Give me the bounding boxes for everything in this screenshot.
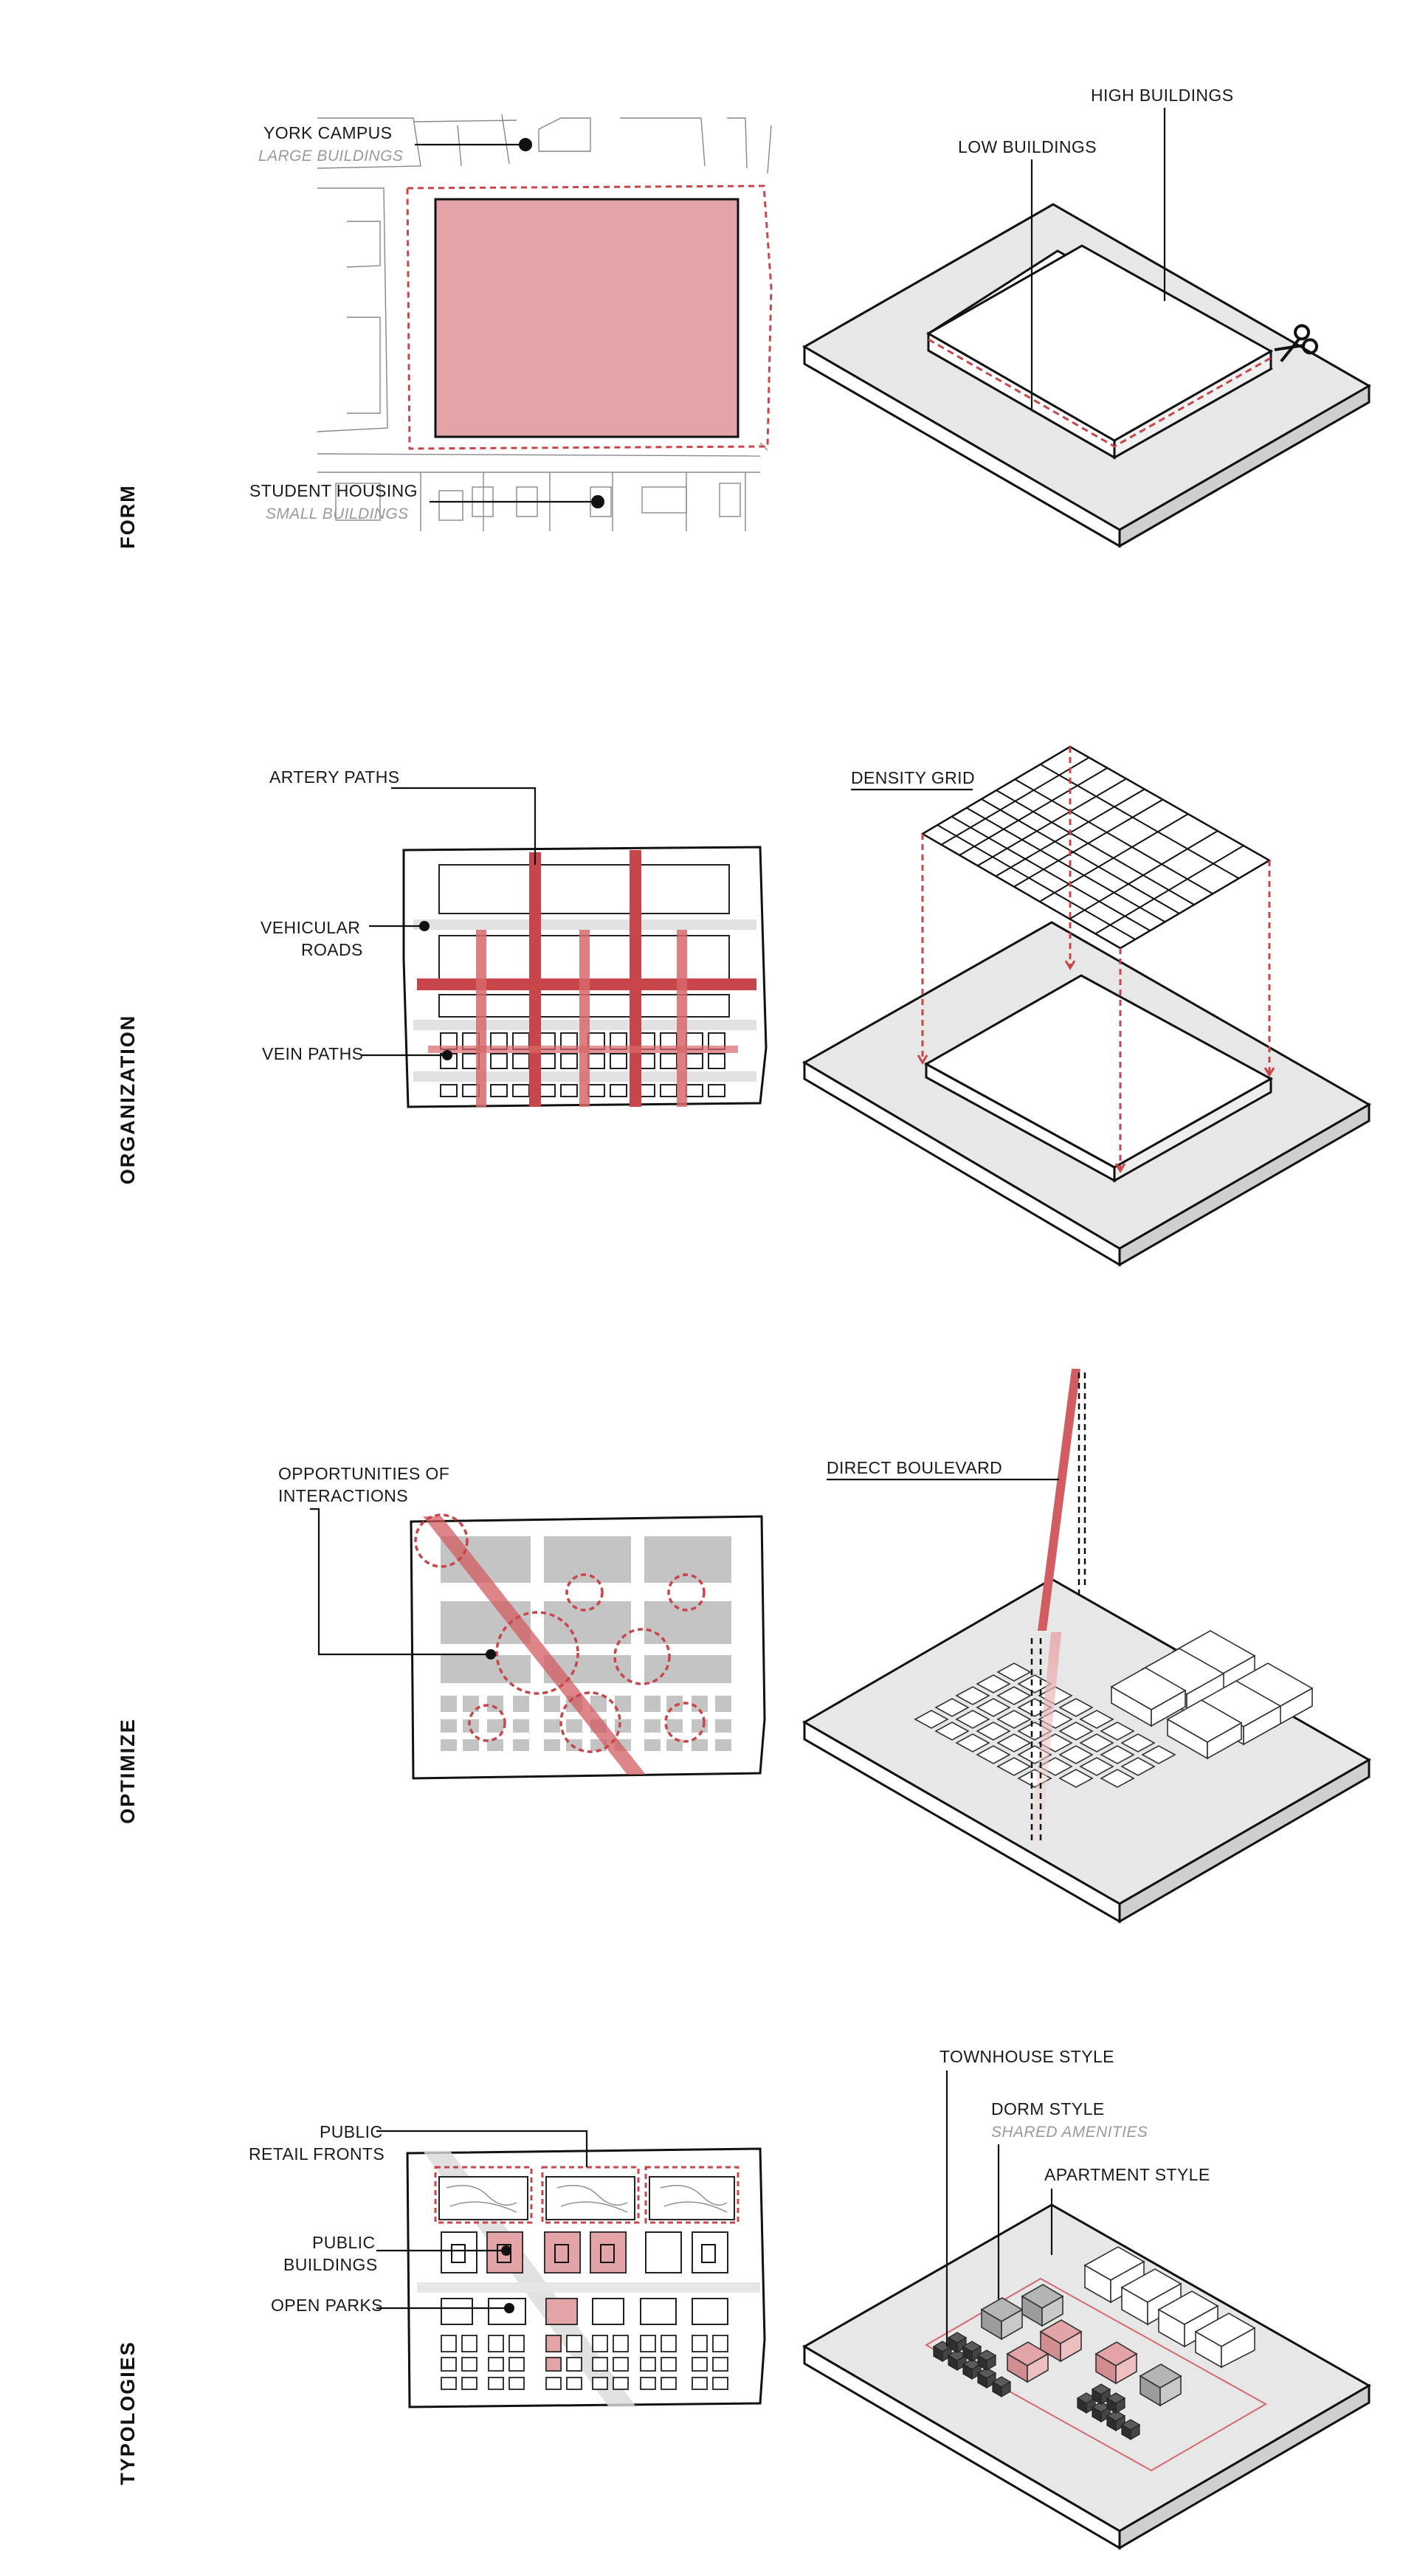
york-campus-sublabel: LARGE BUILDINGS [258, 148, 403, 165]
typologies-plan [406, 2147, 766, 2408]
section-title-typologies: TYPOLOGIES [117, 2341, 139, 2485]
typologies-iso-model [802, 2203, 1372, 2550]
public-retail-label-2: RETAIL FRONTS [249, 2144, 385, 2164]
york-campus-label: YORK CAMPUS [263, 123, 392, 142]
section-title-form: FORM [117, 484, 139, 548]
leader-dot [519, 138, 532, 151]
leader-dot [591, 495, 604, 508]
opportunities-label-2: INTERACTIONS [278, 1486, 408, 1505]
scissors-icon [1274, 324, 1319, 362]
low-buildings-label: LOW BUILDINGS [958, 137, 1097, 156]
optimize-plan [410, 1513, 766, 1780]
vehicular-roads-label-1: VEHICULAR [261, 918, 360, 937]
student-housing-label: STUDENT HOUSING [249, 481, 418, 500]
site-block [434, 198, 739, 438]
public-buildings-label-2: BUILDINGS [283, 2255, 378, 2274]
vehicular-roads-label-2: ROADS [301, 940, 363, 959]
section-title-optimize: OPTIMIZE [117, 1718, 139, 1824]
dorm-style-sublabel: SHARED AMENITIES [991, 2124, 1148, 2141]
open-parks-label: OPEN PARKS [271, 2296, 383, 2315]
apartment-style-label: APARTMENT STYLE [1044, 2165, 1210, 2184]
student-housing-sublabel: SMALL BUILDINGS [266, 505, 409, 522]
direct-boulevard-label: DIRECT BOULEVARD [827, 1458, 1002, 1477]
public-buildings-label-1: PUBLIC [312, 2233, 375, 2252]
dorm-style-label: DORM STYLE [991, 2099, 1105, 2119]
form-site-map [317, 114, 773, 531]
organization-plan [402, 846, 768, 1108]
density-grid-label: DENSITY GRID [851, 768, 975, 787]
optimize-iso-model [802, 1369, 1372, 1924]
public-retail-label-1: PUBLIC [320, 2122, 382, 2141]
artery-paths-label: ARTERY PATHS [269, 767, 400, 787]
townhouse-style-label: TOWNHOUSE STYLE [940, 2047, 1114, 2066]
section-title-organization: ORGANIZATION [117, 1015, 139, 1184]
site-boundary-dashed [406, 184, 773, 450]
high-buildings-label: HIGH BUILDINGS [1091, 86, 1233, 105]
form-iso-model [801, 203, 1372, 548]
organization-iso-model [802, 745, 1372, 1267]
opportunities-label-1: OPPORTUNITIES OF [278, 1464, 449, 1483]
vein-paths-label: VEIN PATHS [262, 1044, 363, 1063]
